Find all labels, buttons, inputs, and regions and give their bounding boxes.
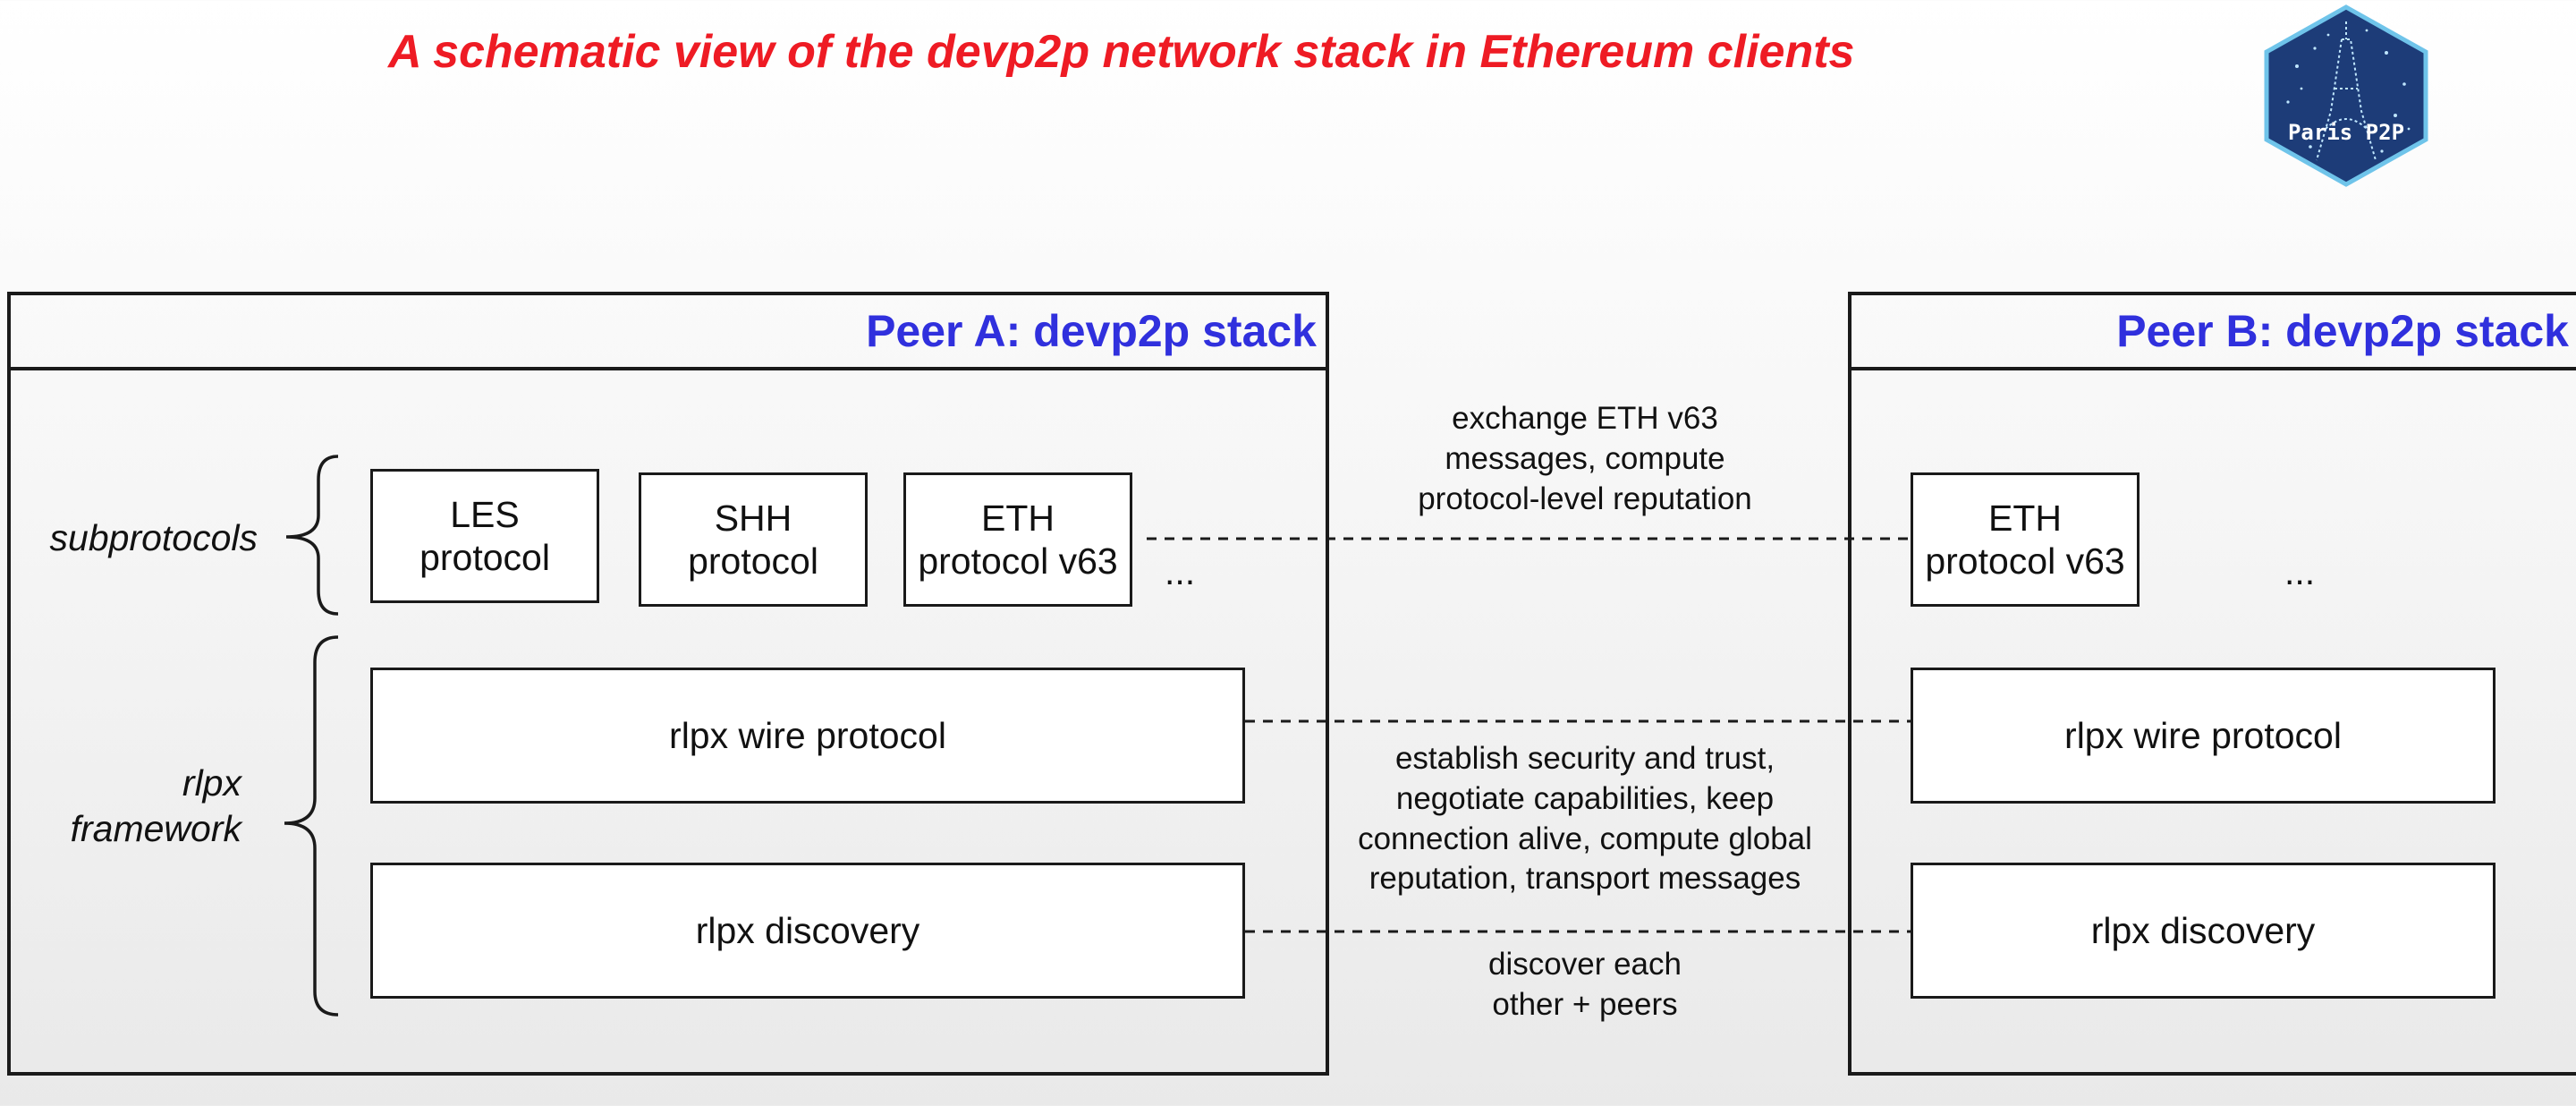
peer-a-rlpx-wire-box: rlpx wire protocol xyxy=(370,668,1245,804)
peer-a-header: Peer A: devp2p stack xyxy=(11,295,1326,370)
peer-b-rlpx-discovery-box: rlpx discovery xyxy=(1911,863,2496,999)
subprotocols-label: subprotocols xyxy=(49,517,258,558)
peer-a-title: Peer A: devp2p stack xyxy=(866,306,1317,356)
discovery-note: discover each other + peers xyxy=(1488,947,1682,1022)
peer-b-header: Peer B: devp2p stack xyxy=(1852,295,2576,370)
les-protocol-box: LES protocol xyxy=(370,469,599,603)
peer-b-ellipsis: ... xyxy=(2284,551,2316,592)
peer-b-eth-protocol-box: ETH protocol v63 xyxy=(1911,472,2140,607)
peer-a-stack: Peer A: devp2p stack xyxy=(7,292,1329,1076)
rlpx-framework-label: rlpx framework xyxy=(70,762,242,850)
subprotocols-brace xyxy=(285,455,339,616)
peer-b-stack: Peer B: devp2p stack xyxy=(1848,292,2576,1076)
eth-exchange-note: exchange ETH v63 messages, compute proto… xyxy=(1418,401,1752,516)
paris-p2p-logo: Paris P2P xyxy=(2261,4,2431,188)
shh-protocol-box: SHH protocol xyxy=(639,472,868,607)
peer-a-ellipsis: ... xyxy=(1165,551,1196,592)
rlpx-brace xyxy=(284,635,339,1017)
peer-a-eth-protocol-box: ETH protocol v63 xyxy=(903,472,1132,607)
peer-a-rlpx-discovery-box: rlpx discovery xyxy=(370,863,1245,999)
logo-text: Paris P2P xyxy=(2288,120,2404,145)
peer-b-rlpx-wire-box: rlpx wire protocol xyxy=(1911,668,2496,804)
slide-title: A schematic view of the devp2p network s… xyxy=(388,26,1855,78)
logo-hexagon-icon: Paris P2P xyxy=(2264,4,2428,187)
peer-b-title: Peer B: devp2p stack xyxy=(2116,306,2569,356)
wire-protocol-note: establish security and trust, negotiate … xyxy=(1358,741,1812,897)
